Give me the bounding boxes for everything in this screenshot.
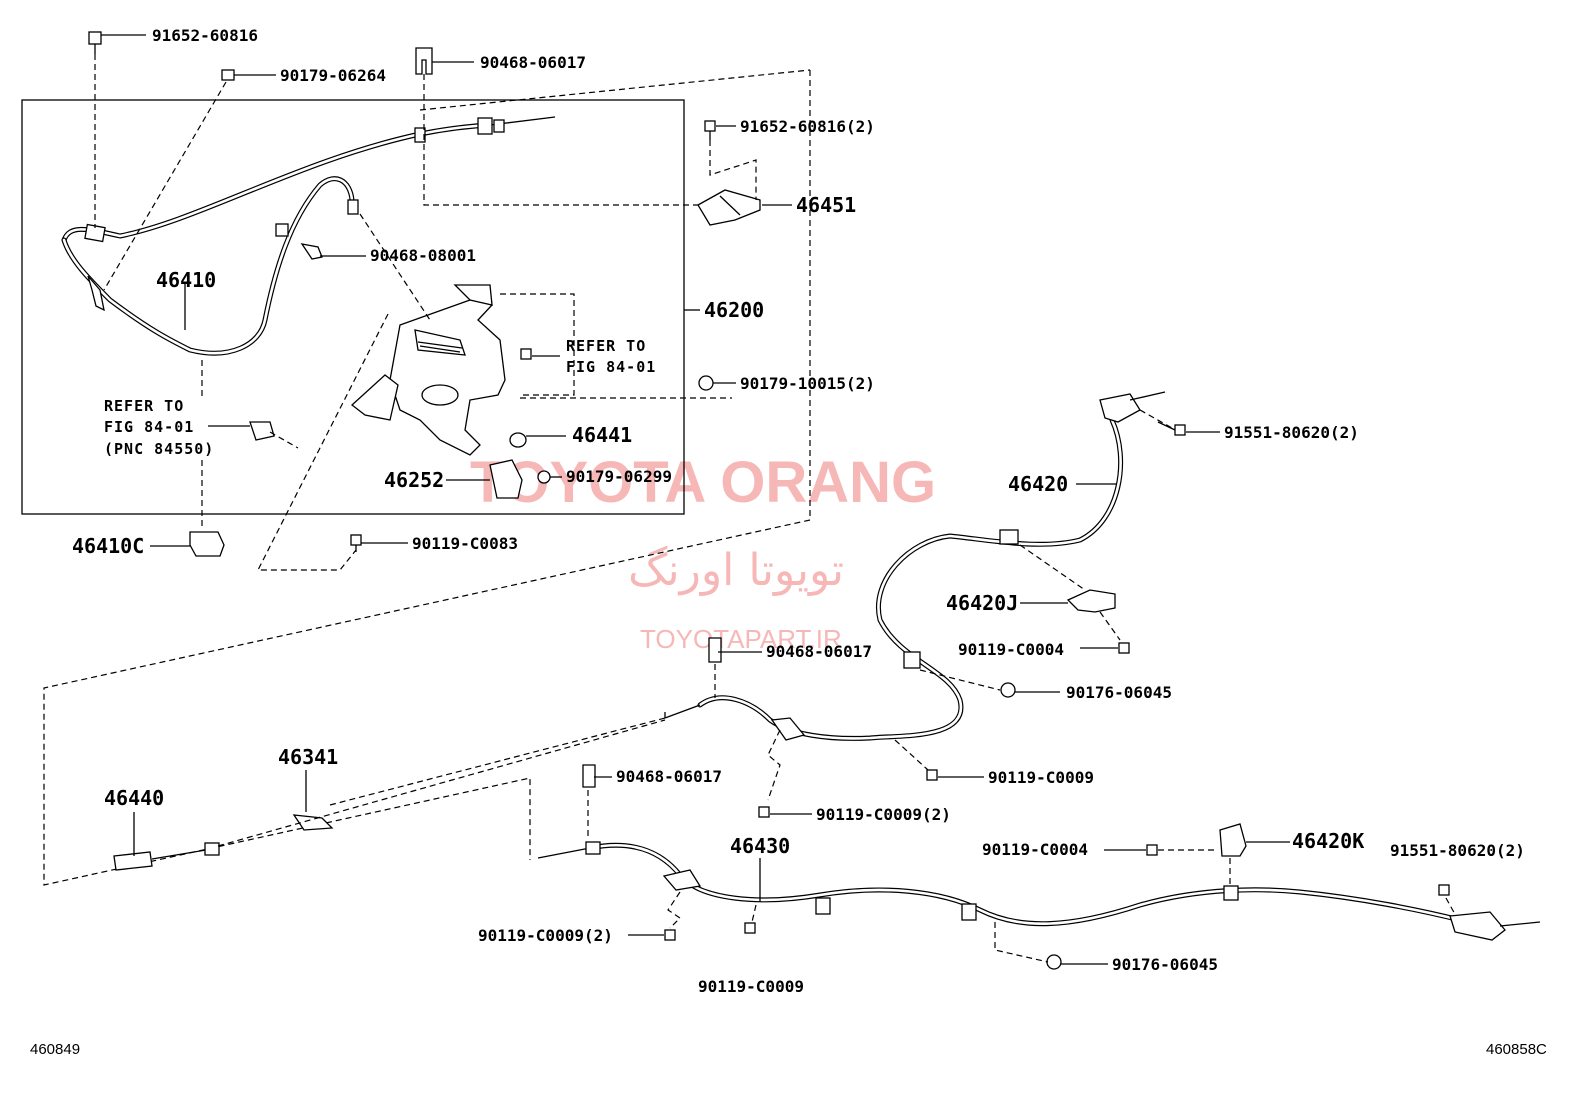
label-90468-06017-mid: 90468-06017	[766, 642, 872, 661]
watermark-brand: TOYOTA ORANG	[470, 450, 936, 515]
clip-icon	[708, 637, 722, 663]
label-90179-06264: 90179-06264	[280, 66, 386, 85]
part-labels: 91652-60816 90179-06264 90468-06017 9165…	[72, 26, 1525, 996]
clip-icon	[221, 69, 235, 81]
label-46441: 46441	[572, 423, 632, 447]
label-46341: 46341	[278, 745, 338, 769]
bolt-icon	[664, 929, 676, 941]
bolt-icon	[350, 534, 362, 552]
clip-icon	[300, 243, 323, 260]
label-46410: 46410	[156, 268, 216, 292]
nut-icon	[1046, 954, 1062, 970]
label-91551-80620-2-low: 91551-80620(2)	[1390, 841, 1525, 860]
watermark-persian: تویوتا اورنگ	[628, 545, 844, 596]
refer-note-2-line2: FIG 84-01	[104, 418, 194, 436]
bracket-46451	[697, 189, 761, 226]
bolt-icon	[926, 769, 938, 781]
lever-assembly-46200	[350, 284, 506, 456]
bolt-icon	[1118, 642, 1130, 654]
label-90119-C0009-mid: 90119-C0009	[988, 768, 1094, 787]
bolt-icon	[88, 31, 102, 54]
label-90179-10015-2: 90179-10015(2)	[740, 374, 875, 393]
leader-lines	[101, 34, 1290, 965]
label-46440: 46440	[104, 786, 164, 810]
label-91652-60816: 91652-60816	[152, 26, 258, 45]
footer-right-ref: 460858C	[1486, 1041, 1547, 1058]
cable-46410	[61, 116, 556, 356]
label-46420J: 46420J	[946, 591, 1018, 615]
clip-icon	[582, 764, 596, 788]
assembly-envelope-dashed	[43, 70, 811, 886]
label-46420K: 46420K	[1292, 829, 1364, 853]
label-46430: 46430	[730, 834, 790, 858]
bolt-icon	[704, 120, 716, 140]
label-46200: 46200	[704, 298, 764, 322]
bracket-46341	[292, 814, 334, 831]
refer-note-2-line1: REFER TO	[104, 397, 184, 415]
label-90179-06299: 90179-06299	[566, 467, 672, 486]
refer-note-2-line3: (PNC 84550)	[104, 440, 214, 458]
label-90468-06017-top: 90468-06017	[480, 53, 586, 72]
label-90119-C0004-top: 90119-C0004	[958, 640, 1064, 659]
label-90468-08001: 90468-08001	[370, 246, 476, 265]
bracket-46420J	[1066, 589, 1116, 613]
nut-90179-06299	[537, 470, 551, 484]
nut-icon	[1000, 682, 1016, 698]
part-46441	[509, 432, 527, 448]
label-91551-80620-2-top: 91551-80620(2)	[1224, 423, 1359, 442]
label-90468-06017-low: 90468-06017	[616, 767, 722, 786]
cable-46430	[537, 841, 1541, 941]
assembly-frame-46200	[21, 99, 685, 515]
bolt-icon	[744, 922, 756, 934]
fasteners	[88, 31, 1450, 970]
envelope-top-dashed	[419, 69, 811, 111]
dashed-guides	[94, 54, 1457, 963]
label-46410C: 46410C	[72, 534, 144, 558]
reference-notes: REFER TO FIG 84-01 REFER TO FIG 84-01 (P…	[104, 337, 656, 458]
equalizer-46440	[113, 851, 153, 871]
refer-note-1-line1: REFER TO	[566, 337, 646, 355]
bracket-46420K	[1219, 823, 1247, 857]
label-90119-C0083: 90119-C0083	[412, 534, 518, 553]
label-91652-60816-2: 91652-60816(2)	[740, 117, 875, 136]
watermark-site: TOYOTAPART.IR	[640, 624, 842, 654]
label-90119-C0009-2-low: 90119-C0009(2)	[478, 926, 613, 945]
clip-46410C	[189, 531, 225, 557]
footer-left-ref: 460849	[30, 1041, 80, 1058]
clip-icon	[249, 421, 275, 441]
bolt-icon	[758, 806, 770, 818]
label-90119-C0009-2-mid: 90119-C0009(2)	[816, 805, 951, 824]
stopper-46252	[489, 459, 523, 499]
label-90119-C0004-low: 90119-C0004	[982, 840, 1088, 859]
label-46252: 46252	[384, 468, 444, 492]
clip-icon	[415, 47, 433, 75]
bolt-icon	[1157, 421, 1186, 436]
label-46451: 46451	[796, 193, 856, 217]
label-46420: 46420	[1008, 472, 1068, 496]
nut-icon	[698, 375, 714, 391]
bolt-icon	[1146, 844, 1158, 856]
label-90176-06045-low: 90176-06045	[1112, 955, 1218, 974]
label-90176-06045-top: 90176-06045	[1066, 683, 1172, 702]
cable-46420	[664, 391, 1166, 741]
bolt-icon	[520, 348, 532, 360]
label-90119-C0009-low: 90119-C0009	[698, 977, 804, 996]
refer-note-1-line2: FIG 84-01	[566, 358, 656, 376]
bolt-icon	[1438, 884, 1450, 896]
